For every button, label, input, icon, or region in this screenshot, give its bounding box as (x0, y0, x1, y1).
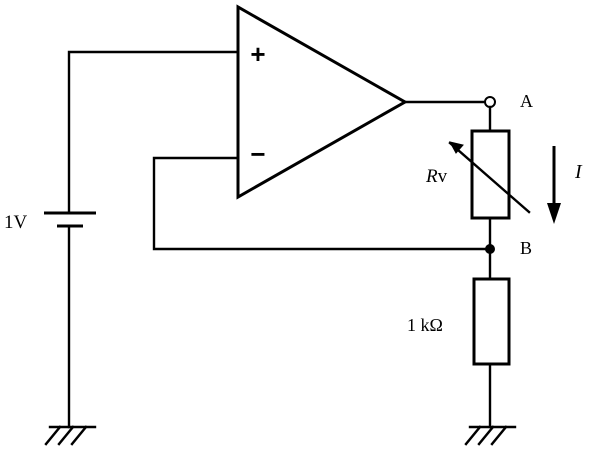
ground-symbol-left (44, 425, 97, 446)
opamp-plus-sign: + (250, 39, 265, 69)
current-arrow-head (547, 203, 561, 224)
node-a-terminal (484, 96, 496, 108)
opamp-minus-sign: − (250, 139, 265, 169)
battery-label: 1V (4, 212, 28, 233)
variable-resistor (470, 129, 511, 220)
fixed-resistor (472, 277, 511, 366)
fixed-resistor-label: 1 kΩ (407, 315, 443, 335)
wire-plus-input (67, 50, 240, 214)
current-label: I (574, 161, 583, 183)
ground-symbol-right (464, 425, 517, 446)
variable-resistor-arrow-head (449, 141, 464, 154)
opamp-body (236, 4, 409, 200)
variable-resistor-label: Rv (425, 166, 448, 187)
variable-resistor-arrow-shaft (448, 141, 531, 214)
node-a-label: A (520, 91, 533, 111)
wire-feedback (152, 156, 492, 251)
node-b-label: B (520, 238, 532, 258)
